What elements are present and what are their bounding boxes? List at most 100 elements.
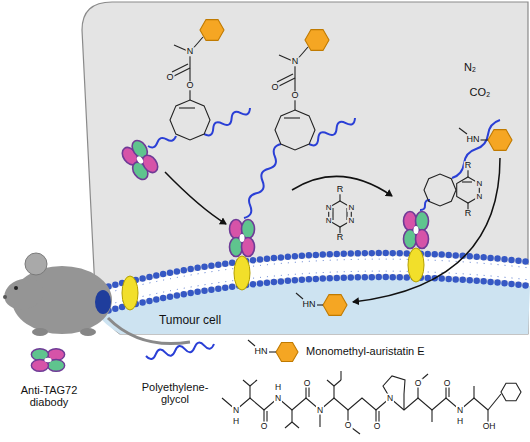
atom-label: N — [316, 406, 324, 415]
chem-bonds-part — [488, 130, 512, 151]
mouse-part — [14, 286, 18, 290]
chem-bonds-part — [431, 410, 432, 422]
atom-label: H — [456, 417, 464, 426]
mouse-part — [80, 328, 96, 336]
atom-label: O — [290, 91, 299, 100]
substituent: R — [464, 161, 473, 170]
chem-bonds-part — [284, 117, 300, 118]
legend-text: Monomethyl-auristatin E — [305, 346, 426, 358]
peg-chain-part — [244, 144, 281, 218]
atom-label: N — [186, 47, 195, 56]
reaction-arrow-part — [353, 158, 500, 302]
chem-bonds-part — [383, 376, 405, 410]
reaction-arrow — [165, 158, 500, 302]
atom-label: N — [475, 179, 483, 187]
atom-label: N — [325, 216, 333, 224]
atom-label: O — [270, 83, 279, 92]
chem-bonds-part — [473, 386, 474, 398]
region-label: Tumour cell — [158, 314, 222, 327]
atom-label: O — [344, 421, 353, 430]
chem-bonds-part — [243, 380, 250, 386]
chem-bonds-part — [200, 20, 224, 41]
chem-bonds — [170, 20, 521, 434]
atom-label: O — [303, 379, 312, 388]
chem-bonds-part — [296, 293, 303, 299]
chem-bonds-part — [285, 422, 292, 428]
chem-bonds-part — [488, 394, 501, 410]
atom-label: N — [456, 406, 464, 415]
peg-chain-part — [309, 118, 355, 145]
mouse — [1, 253, 190, 344]
mouse-part — [32, 328, 48, 336]
atom-label: N — [347, 216, 355, 224]
chem-bonds-part — [276, 343, 298, 362]
peg-chain — [148, 108, 500, 218]
legend-text: Anti-TAG72 diabody — [3, 385, 95, 408]
chem-bonds-part — [327, 380, 334, 386]
amine-label: HN — [254, 347, 269, 356]
chem-bonds-part — [305, 30, 329, 51]
peg-chain-part — [148, 136, 176, 147]
chem-bonds-part — [480, 139, 488, 140]
atom-label: O — [260, 422, 269, 431]
atom-label: N — [325, 203, 333, 211]
tag72-receptor-part — [234, 256, 250, 290]
chem-bonds-part — [467, 170, 468, 177]
chem-bonds-part — [292, 422, 299, 428]
chem-bonds-part — [222, 398, 488, 410]
chem-bonds-part — [291, 410, 292, 422]
lipid-bilayer-part — [95, 277, 530, 314]
atom-label: N — [475, 192, 483, 200]
tag72-receptor-part — [408, 248, 424, 282]
chem-bonds-part — [317, 304, 323, 305]
atom-label: O — [373, 422, 382, 431]
chem-bonds-part — [170, 100, 210, 140]
amine-label: HN — [302, 300, 317, 309]
tag72-receptor — [122, 248, 424, 310]
atom-label: O — [443, 379, 452, 388]
atom-label: H — [232, 417, 240, 426]
atom-label: O — [414, 379, 423, 388]
chem-bonds-part — [462, 181, 472, 182]
reaction-arrow-part — [165, 172, 226, 224]
amine-label: HN — [466, 135, 481, 144]
chem-bonds-part — [275, 110, 315, 150]
legend-samples-part — [31, 349, 64, 372]
atom-label: N — [274, 394, 282, 403]
diabody-part — [119, 138, 161, 183]
chem-bonds-part — [334, 380, 341, 386]
legend-samples-part — [146, 343, 214, 360]
chem-bonds-part — [323, 295, 347, 316]
diabody-part — [230, 220, 255, 257]
chem-bonds-part — [459, 128, 467, 134]
chem-bonds-part — [277, 78, 295, 87]
reaction-arrow-part — [292, 176, 392, 196]
chem-bonds-part — [277, 74, 293, 82]
chem-bonds-part — [339, 194, 340, 201]
peg-chain-part — [204, 108, 250, 135]
mouse-part — [25, 253, 47, 275]
atom-label: O — [185, 81, 194, 90]
atom-label: O — [165, 73, 174, 82]
substituent: R — [336, 185, 345, 194]
chem-bonds-part — [352, 428, 360, 434]
chem-bonds-part — [269, 351, 276, 352]
tag72-receptor-part — [122, 276, 138, 310]
chem-bonds-part — [424, 174, 456, 206]
legend-samples — [31, 343, 214, 372]
chem-bonds-part — [172, 68, 190, 77]
atom-label: N — [347, 203, 355, 211]
chem-bonds-part — [332, 208, 333, 220]
chem-bonds-part — [179, 107, 195, 108]
chem-bonds-part — [378, 411, 379, 422]
chem-bonds-part — [501, 383, 521, 400]
chem-bonds-part — [172, 64, 188, 72]
chem-bonds-part — [333, 386, 334, 398]
chem-bonds-part — [308, 386, 309, 397]
lipid-bilayer — [95, 253, 530, 314]
lipid-bilayer-part — [95, 265, 530, 302]
gas-label: CO₂ — [469, 87, 492, 99]
gas-label: N₂ — [463, 62, 477, 74]
